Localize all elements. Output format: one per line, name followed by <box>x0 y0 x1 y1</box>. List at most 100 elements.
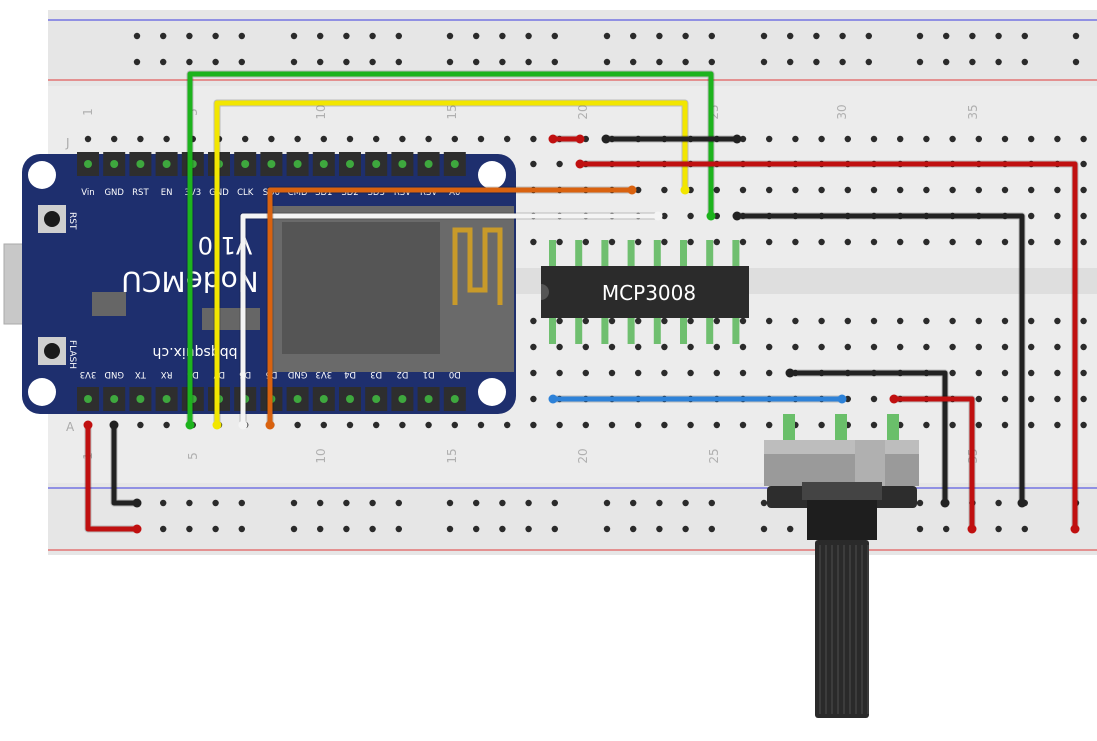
breadboard-hole <box>792 317 799 325</box>
breadboard-hole <box>1028 421 1035 429</box>
rail-hole <box>656 499 663 507</box>
rail-hole <box>133 32 141 40</box>
breadboard-hole <box>739 421 747 429</box>
header-pin-hole <box>346 395 354 403</box>
breadboard-hole <box>870 135 878 143</box>
breadboard-hole <box>477 421 485 429</box>
flash-button-cap <box>44 343 60 359</box>
mount-hole <box>28 161 56 189</box>
breadboard-hole <box>608 238 616 246</box>
black-wire-pot <box>787 370 948 506</box>
rail-hole <box>682 525 689 533</box>
breadboard-hole <box>661 369 668 377</box>
breadboard-hole <box>713 186 720 194</box>
rail-hole <box>290 499 298 507</box>
breadboard-hole <box>320 135 327 143</box>
breadboard-hole <box>949 238 956 246</box>
black-wire-rail-end <box>109 420 119 430</box>
breadboard-hole <box>713 317 720 325</box>
chip-leg <box>680 240 687 268</box>
breadboard-hole <box>635 186 642 194</box>
rail-hole <box>969 58 976 66</box>
black-wire-top-end <box>732 134 742 144</box>
bottom-pin-label: D4 <box>344 369 356 379</box>
top-pin-label: GND <box>104 188 124 198</box>
breadboard-hole <box>739 238 747 246</box>
rail-hole <box>760 525 768 533</box>
rail-hole <box>212 32 219 40</box>
pot-housing-top <box>764 440 919 454</box>
rail-hole <box>499 499 506 507</box>
breadboard-hole <box>556 238 563 246</box>
rail-hole <box>603 499 611 507</box>
rail-hole <box>238 499 245 507</box>
header-pin-hole <box>84 395 92 403</box>
breadboard-hole <box>975 317 982 325</box>
rail-hole <box>317 32 324 40</box>
breadboard-hole <box>687 317 694 325</box>
breadboard-hole <box>1001 369 1009 377</box>
green-wire-end <box>706 211 716 221</box>
bottom-power-rail <box>48 483 1097 555</box>
green-wire <box>187 71 714 428</box>
pot-leg <box>887 414 899 446</box>
breadboard-hole <box>661 343 668 351</box>
breadboard-hole <box>870 421 878 429</box>
breadboard-hole <box>661 317 668 325</box>
rail-hole <box>1021 32 1028 40</box>
breadboard-hole <box>320 421 327 429</box>
breadboard-hole <box>1080 238 1087 246</box>
rail-hole <box>446 525 454 533</box>
breadboard-hole <box>1080 212 1087 220</box>
breadboard-hole <box>897 317 904 325</box>
esp-shield-can <box>282 222 440 354</box>
breadboard-hole <box>687 212 694 220</box>
rail-hole <box>787 525 794 533</box>
breadboard-hole <box>949 421 956 429</box>
rail-hole <box>630 525 637 533</box>
column-label-top: 5 <box>186 108 200 116</box>
header-pin-hole <box>424 395 433 403</box>
white-wire-end <box>653 211 663 221</box>
rail-hole <box>395 525 402 533</box>
breadboard-hole <box>1054 317 1061 325</box>
black-wire-right <box>734 213 1025 506</box>
yellow-wire-end <box>212 420 222 430</box>
breadboard-hole <box>975 421 982 429</box>
chip-label: MCP3008 <box>602 281 696 305</box>
breadboard-hole <box>1001 421 1009 429</box>
yellow-wire-end <box>680 185 690 195</box>
rail-hole <box>212 525 219 533</box>
mcp3008-chip: MCP3008 <box>541 240 749 344</box>
red-wire-rail-end <box>83 420 93 430</box>
rail-hole <box>943 525 950 533</box>
breadboard-hole <box>635 369 642 377</box>
bottom-pin-label: D0 <box>449 369 461 379</box>
breadboard-hole <box>975 186 982 194</box>
flash-button-label: FLASH <box>67 340 77 369</box>
column-label-top: 20 <box>576 104 590 119</box>
header-pin-hole <box>346 160 354 168</box>
orange-wire <box>267 187 635 428</box>
rail-hole <box>525 525 532 533</box>
row-label-j: J <box>65 136 70 150</box>
breadboard-hole <box>1080 343 1087 351</box>
breadboard-hole <box>949 369 956 377</box>
breadboard-hole <box>1001 317 1009 325</box>
rail-hole <box>551 32 558 40</box>
breadboard-hole <box>530 135 537 143</box>
rail-hole <box>656 58 663 66</box>
rail-hole <box>995 32 1002 40</box>
rail-hole <box>446 32 454 40</box>
chip-body <box>541 266 749 318</box>
top-pin-label: RSV <box>394 188 411 198</box>
breadboard-hole <box>556 317 563 325</box>
bottom-pin-label: 3V3 <box>80 369 97 379</box>
column-label-top: 35 <box>966 104 980 119</box>
rail-hole <box>603 32 611 40</box>
rail-hole <box>525 58 532 66</box>
chip-leg <box>627 316 635 344</box>
red-wire-pot-end <box>967 524 977 534</box>
header-pin-hole <box>84 160 92 168</box>
bottom-pin-label: GND <box>287 369 307 379</box>
